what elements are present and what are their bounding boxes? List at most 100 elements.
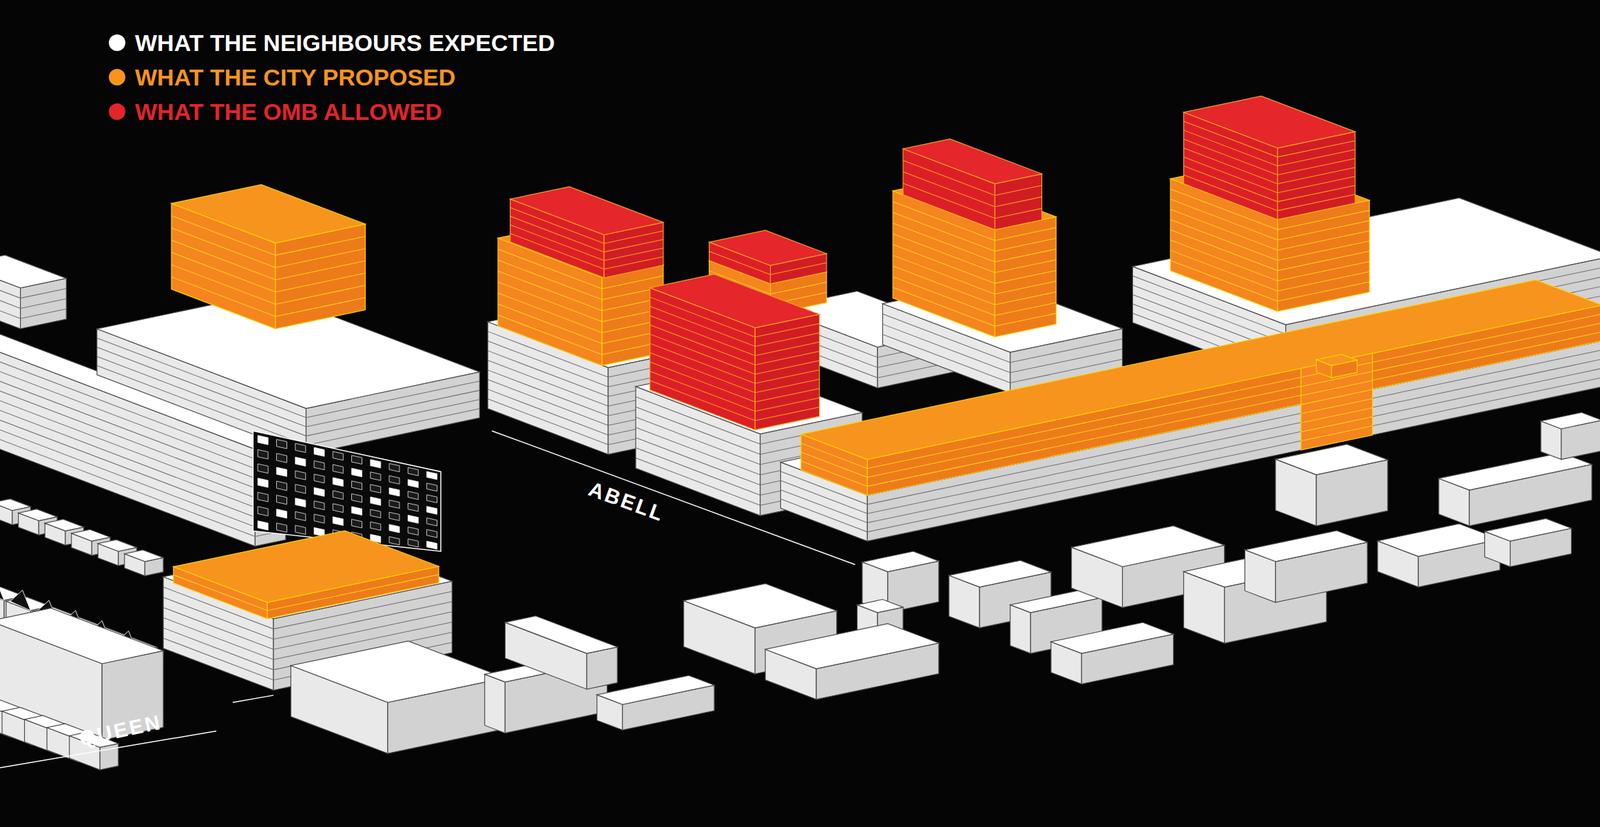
window [389,487,400,496]
legend-text: WHAT THE NEIGHBOURS EXPECTED [134,28,556,57]
floor-line [1301,389,1373,405]
floor-line [801,331,1600,487]
window [314,447,325,456]
window [295,484,306,494]
floor-line [650,315,820,356]
window [351,506,363,516]
window [314,486,325,496]
window [257,506,268,516]
street-line [491,430,855,565]
window [257,435,268,445]
floor-line [97,356,481,436]
white-roof [949,559,1052,587]
floor-line [1301,407,1373,423]
white-roof [856,599,903,613]
floor-line [510,224,664,261]
window [370,471,381,481]
white-roof [1244,530,1368,562]
floor-line [171,215,366,255]
window [389,511,400,521]
white-roof [683,583,837,628]
window [257,478,268,487]
floor-line [650,324,820,365]
window [427,540,438,549]
floor-line [1301,398,1373,414]
orange-roof [171,184,366,244]
floor-line [650,352,820,393]
window [351,493,363,503]
floor-line [650,343,820,383]
window [351,518,363,528]
floor-line [892,254,1056,294]
window [295,442,306,452]
floor-line [171,276,366,317]
window [389,500,400,509]
white-roof [18,508,58,521]
white-roof [290,640,505,702]
street-label: ABELL [585,476,669,526]
window [407,502,419,512]
window [370,521,381,530]
floor-line [497,281,664,321]
window [257,463,268,474]
floor-line [171,227,366,268]
white-roof [1071,525,1225,567]
floor-line [497,292,664,332]
legend-swatch [108,103,126,120]
floor-line [510,207,664,244]
floor-line [709,251,827,275]
window [370,484,381,493]
window [427,482,438,492]
window [332,477,344,487]
white-roof [71,528,111,541]
window [314,513,325,523]
floor-line [801,323,1600,478]
white-roof [44,518,84,531]
floor-line [1183,174,1356,211]
window [332,490,344,500]
white-front-face [586,646,618,689]
window [407,466,419,476]
white-front-face [99,743,119,770]
window [257,449,268,459]
window [276,453,288,463]
window [407,479,419,488]
gable-roof [0,579,5,600]
floor-line [497,303,664,344]
window [295,470,306,480]
floor-line [1170,250,1370,291]
window [389,475,400,484]
floor-line [1170,229,1370,270]
white-side-face [484,673,506,733]
floor-line [0,274,67,299]
window [295,511,306,521]
window [276,495,288,505]
white-roof [862,551,939,572]
window [389,463,400,472]
window [314,473,325,483]
window [276,508,288,518]
legend-text: WHAT THE CITY PROPOSED [134,63,456,91]
ground-mask [984,617,1600,827]
window [407,491,419,500]
floor-line [97,365,481,445]
window [427,528,438,538]
window [257,491,268,502]
white-roof [124,549,164,562]
floor-line [0,285,67,309]
window [407,526,419,536]
floor-line [497,270,664,310]
street-line [232,694,274,702]
floor-line [892,233,1056,273]
window [332,503,344,513]
white-roof [1051,621,1174,653]
floor-line [650,380,820,421]
floor-line [650,296,820,337]
window [407,514,419,523]
floor-line [171,264,366,304]
floor-line [171,252,366,292]
white-roof [1540,412,1600,430]
white-roof [1275,444,1388,475]
floor-line [1170,260,1370,301]
window [257,520,268,530]
